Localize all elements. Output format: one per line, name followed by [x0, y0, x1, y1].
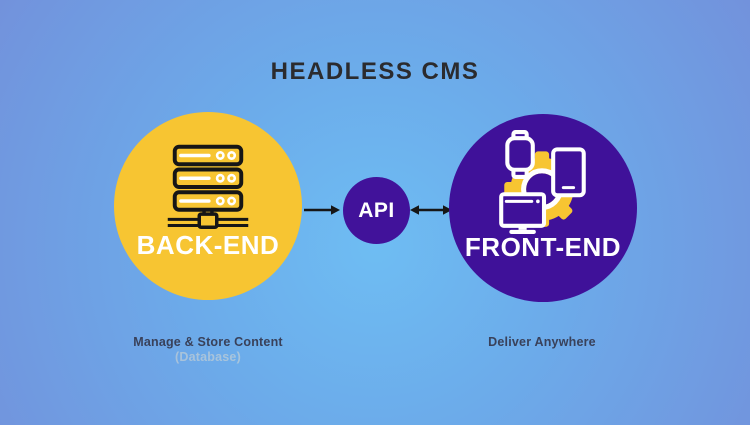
frontend-caption-line1: Deliver Anywhere	[488, 335, 596, 349]
arrow-right-icon	[304, 205, 340, 215]
frontend-label: FRONT-END	[464, 232, 622, 262]
backend-caption: Manage & Store Content (Database)	[98, 335, 318, 364]
backend-caption-line1: Manage & Store Content	[133, 335, 283, 349]
monitor-icon	[499, 192, 547, 234]
backend-caption-line2: (Database)	[175, 350, 241, 364]
api-label: API	[358, 198, 395, 222]
smartphone-icon	[551, 147, 586, 198]
server-icon	[167, 144, 249, 229]
smartwatch-icon	[505, 130, 535, 179]
frontend-node: FRONT-END	[449, 114, 637, 302]
backend-label: BACK-END	[136, 230, 280, 260]
devices-gear-icon	[499, 130, 586, 234]
backend-node: BACK-END	[114, 112, 302, 300]
frontend-caption: Deliver Anywhere	[432, 335, 652, 349]
api-node: API	[343, 177, 410, 244]
page-title: HEADLESS CMS	[270, 58, 480, 85]
arrow-both-icon	[410, 205, 452, 215]
